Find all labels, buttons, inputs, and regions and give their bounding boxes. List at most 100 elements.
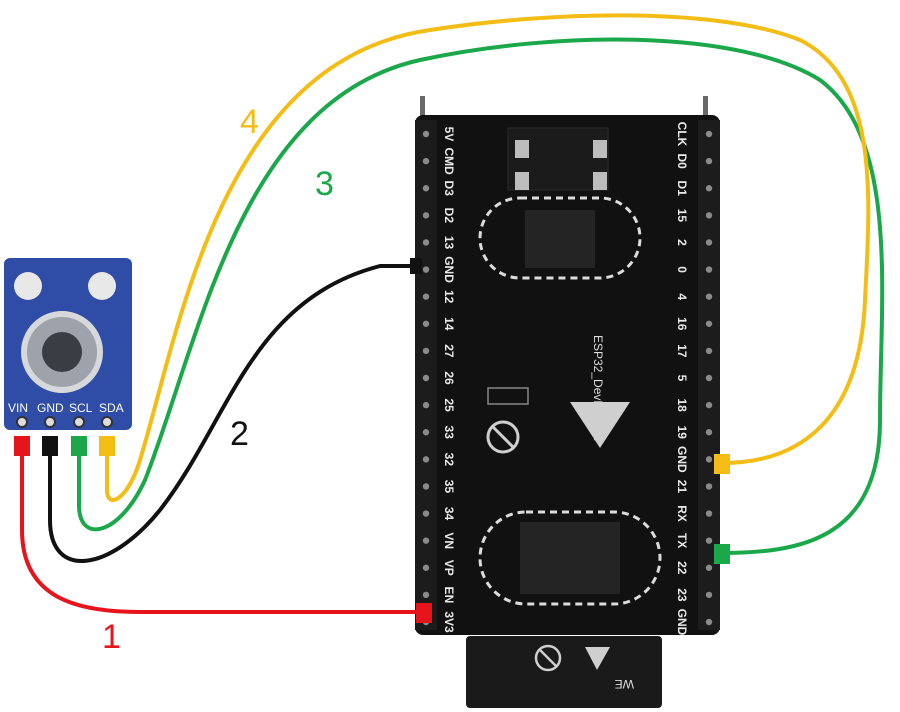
sensor-pin-hole: [16, 416, 28, 428]
right-pin-label: 19: [675, 426, 689, 440]
module-no-pb-slash: [539, 649, 557, 667]
led-pad: [515, 140, 529, 158]
left-pin-label: VP: [442, 560, 456, 576]
left-pin-label: 25: [442, 398, 456, 412]
right-header-pin: [705, 537, 713, 544]
left-header-pin: [422, 537, 430, 544]
left-header-pin: [422, 510, 430, 517]
left-pin-label: 35: [442, 480, 456, 494]
left-pin-row: [422, 130, 430, 626]
right-pin-label: 23: [675, 588, 689, 602]
led-pad: [515, 172, 529, 190]
left-pin-label: 32: [442, 453, 456, 467]
board-connectors: [410, 258, 730, 623]
right-header-pin: [705, 266, 713, 273]
right-pin-label: TX: [675, 533, 689, 548]
left-pin-label: 34: [442, 507, 456, 521]
right-header-pin: [705, 185, 713, 192]
module-no-pb-icon: [534, 644, 562, 672]
wire-number-3: 3: [315, 165, 334, 203]
right-pin-label: 18: [675, 398, 689, 412]
sensor-pin-label-gnd: GND: [37, 401, 64, 415]
left-pin-label: 27: [442, 344, 456, 358]
left-pin-label: 13: [442, 236, 456, 250]
wires: [20, 13, 885, 614]
left-header-pin: [422, 130, 430, 138]
left-pin-label: 3V3: [442, 611, 456, 633]
mounting-hole: [88, 272, 116, 300]
right-header-pin: [705, 130, 713, 138]
wire-4: [105, 13, 871, 502]
left-pin-labels: 5VCMDD3D213GND121427262533323534VNVPEN3V…: [442, 127, 456, 633]
right-header-pin: [705, 510, 713, 517]
header-pin-left: [420, 96, 425, 124]
no-pb-icon: [486, 420, 520, 454]
button-pattern-bottom: [520, 522, 620, 594]
left-pin-label: 33: [442, 426, 456, 440]
right-header-pin: [705, 429, 713, 436]
left-header-pin: [422, 157, 430, 165]
left-pin-label: GND: [442, 256, 456, 283]
sensor-pin-hole: [101, 416, 113, 428]
module-esd-icon: [585, 647, 610, 670]
left-pin-label: 12: [442, 290, 456, 304]
board-connector-3v3: [416, 603, 432, 623]
right-pin-label: 5: [675, 375, 689, 382]
left-pin-label: 14: [442, 317, 456, 331]
right-header-pin: [705, 212, 713, 219]
wire-number-2: 2: [230, 415, 249, 453]
wire-3: [77, 37, 885, 555]
left-header-pin: [422, 185, 430, 192]
right-pin-label: RX: [675, 505, 689, 522]
no-pb-icon-slash: [490, 424, 516, 450]
left-pin-label: EN: [442, 587, 456, 604]
right-pin-label: 4: [675, 293, 689, 300]
right-header-pin: [705, 347, 713, 355]
sensor-pin-label-scl: SCL: [69, 401, 93, 415]
right-pin-label: 21: [675, 480, 689, 494]
led-pad: [593, 140, 607, 158]
module-marking: WE: [615, 677, 634, 691]
right-pin-label: D1: [675, 181, 689, 197]
left-header-pin: [422, 456, 430, 463]
wire-2: [48, 264, 420, 563]
right-pin-label: GND: [675, 446, 689, 473]
wire-number-4: 4: [240, 103, 259, 141]
board-connector-21: [714, 454, 730, 474]
left-header-pin: [422, 212, 430, 219]
right-pin-label: 17: [675, 344, 689, 358]
left-header-pin: [422, 401, 430, 409]
sensor-connector-gnd: [42, 436, 58, 456]
wire-number-1: 1: [102, 618, 121, 656]
board-connector-gnd: [410, 258, 422, 274]
left-header-pin: [422, 591, 430, 599]
left-pin-label: D2: [442, 208, 456, 224]
right-pin-label: D0: [675, 153, 689, 169]
sensor-connector-scl: [71, 436, 87, 456]
left-header-pin: [422, 266, 430, 273]
button-outline-bottom: [478, 510, 662, 606]
right-header-pin: [705, 618, 713, 626]
left-pin-label: 26: [442, 371, 456, 385]
left-pin-label: 5V: [442, 127, 456, 142]
left-header-pin: [422, 429, 430, 436]
right-header-pin: [705, 564, 713, 571]
right-pin-label: 16: [675, 317, 689, 331]
right-header-pin: [705, 374, 713, 382]
board-body: [415, 115, 720, 635]
sensor-connectors: [14, 436, 115, 456]
left-header-pin: [422, 347, 430, 355]
sensor-connector-sda: [99, 436, 115, 456]
right-pin-label: GND: [675, 609, 689, 636]
right-header-pin: [705, 157, 713, 165]
left-pin-label: D3: [442, 181, 456, 197]
right-pin-label: 15: [675, 209, 689, 223]
esp32-board: ESP32_DevKitc_V4 WE 5VCMDD3D213GND121427…: [415, 96, 720, 708]
button-outline-top: [478, 196, 642, 280]
board-connector-22: [714, 544, 730, 564]
left-header-pin: [422, 374, 430, 382]
wire-1: [20, 452, 426, 614]
right-header-pin: [705, 239, 713, 246]
